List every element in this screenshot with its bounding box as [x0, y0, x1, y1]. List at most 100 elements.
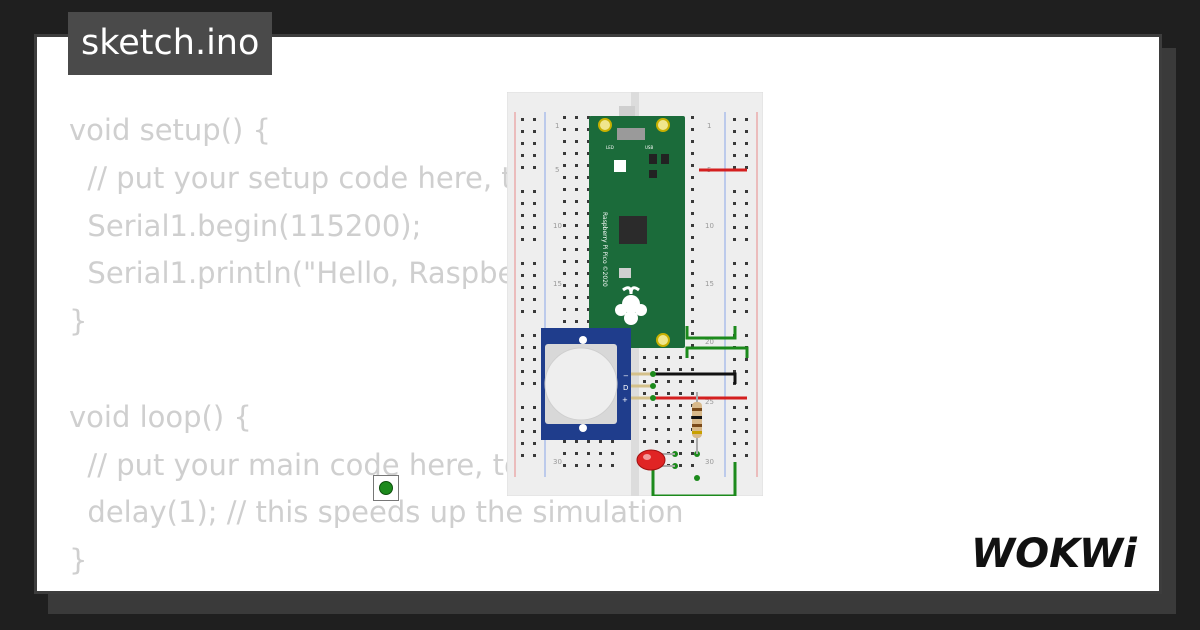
logo-text: WOKWi [971, 531, 1138, 577]
breadboard-hole [587, 236, 590, 239]
wire-green[interactable] [651, 462, 737, 496]
breadboard-hole [533, 334, 536, 337]
breadboard-hole [643, 428, 646, 431]
breadboard-hole [745, 274, 748, 277]
component [649, 170, 657, 178]
breadboard-hole [521, 130, 524, 133]
breadboard-hole [745, 154, 748, 157]
breadboard-hole [691, 236, 694, 239]
breadboard-hole [533, 238, 536, 241]
file-tab[interactable]: sketch.ino [68, 12, 273, 75]
breadboard-hole [533, 358, 536, 361]
wokwi-logo: WOKWi [971, 531, 1138, 577]
breadboard-hole [563, 224, 566, 227]
breadboard-hole [691, 260, 694, 263]
breadboard-hole [563, 188, 566, 191]
resistor-band [692, 408, 702, 411]
breadboard-hole [533, 310, 536, 313]
pir-pin-label: + [622, 396, 628, 404]
breadboard-hole [667, 404, 670, 407]
breadboard-hole [733, 202, 736, 205]
breadboard-hole [745, 226, 748, 229]
breadboard-hole [521, 214, 524, 217]
pir-mount-hole [579, 336, 587, 344]
breadboard-hole [533, 118, 536, 121]
row-number: 15 [705, 280, 714, 288]
breadboard-hole [691, 296, 694, 299]
breadboard-hole [733, 298, 736, 301]
breadboard-hole [521, 382, 524, 385]
row-number: 1 [707, 122, 711, 130]
breadboard-hole [745, 166, 748, 169]
breadboard-hole [691, 464, 694, 467]
chip-label: Raspberry Pi Pico ©2020 [601, 212, 608, 287]
breadboard-hole [745, 430, 748, 433]
breadboard-hole [733, 406, 736, 409]
breadboard-hole [667, 368, 670, 371]
breadboard-hole [691, 224, 694, 227]
breadboard-hole [533, 214, 536, 217]
breadboard-hole [575, 296, 578, 299]
breadboard-hole [679, 416, 682, 419]
breadboard-hole [533, 142, 536, 145]
breadboard-hole [733, 310, 736, 313]
breadboard-hole [521, 226, 524, 229]
breadboard-hole [575, 224, 578, 227]
breadboard-hole [575, 128, 578, 131]
breadboard-hole [733, 130, 736, 133]
breadboard-hole [533, 430, 536, 433]
breadboard-hole [521, 454, 524, 457]
led[interactable] [636, 449, 666, 471]
wire-black[interactable] [653, 372, 737, 384]
breadboard-hole [521, 202, 524, 205]
row-number: 25 [705, 398, 714, 406]
breadboard-hole [533, 202, 536, 205]
led-label: LED [606, 145, 614, 150]
breadboard-hole [563, 116, 566, 119]
breadboard-hole [745, 142, 748, 145]
breadboard-hole [691, 344, 694, 347]
component [661, 154, 669, 164]
row-number: 30 [553, 458, 562, 466]
breadboard-hole [533, 454, 536, 457]
resistor-band [692, 424, 702, 427]
breadboard-hole [575, 140, 578, 143]
breadboard-hole [521, 154, 524, 157]
wire-green[interactable] [685, 326, 737, 340]
breadboard-hole [575, 440, 578, 443]
breadboard-hole [733, 118, 736, 121]
breadboard-hole [655, 380, 658, 383]
breadboard-hole [691, 308, 694, 311]
breadboard-hole [691, 272, 694, 275]
wire-end [650, 395, 656, 401]
breadboard-hole [587, 200, 590, 203]
breadboard-hole [533, 298, 536, 301]
breadboard-hole [575, 200, 578, 203]
breadboard-hole [587, 284, 590, 287]
breadboard-hole [587, 212, 590, 215]
breadboard-hole [575, 284, 578, 287]
wire-green[interactable] [685, 346, 749, 358]
bootsel-button[interactable] [614, 160, 626, 172]
breadboard-hole [733, 226, 736, 229]
breadboard-hole [733, 142, 736, 145]
row-number: 30 [705, 458, 714, 466]
breadboard-hole [733, 454, 736, 457]
pir-mount-hole [579, 424, 587, 432]
breadboard-hole [533, 166, 536, 169]
breadboard-hole [745, 418, 748, 421]
breadboard-hole [679, 404, 682, 407]
breadboard-hole [691, 320, 694, 323]
rp2040-chip [619, 216, 647, 244]
breadboard-hole [691, 188, 694, 191]
breadboard-hole [563, 236, 566, 239]
breadboard-hole [587, 320, 590, 323]
breadboard-hole [587, 140, 590, 143]
breadboard-hole [533, 226, 536, 229]
breadboard-hole [691, 248, 694, 251]
breadboard-hole [575, 260, 578, 263]
breadboard-hole [533, 442, 536, 445]
code-line: } [69, 304, 88, 339]
pushbutton-icon[interactable] [373, 475, 399, 501]
breadboard-hole [563, 164, 566, 167]
